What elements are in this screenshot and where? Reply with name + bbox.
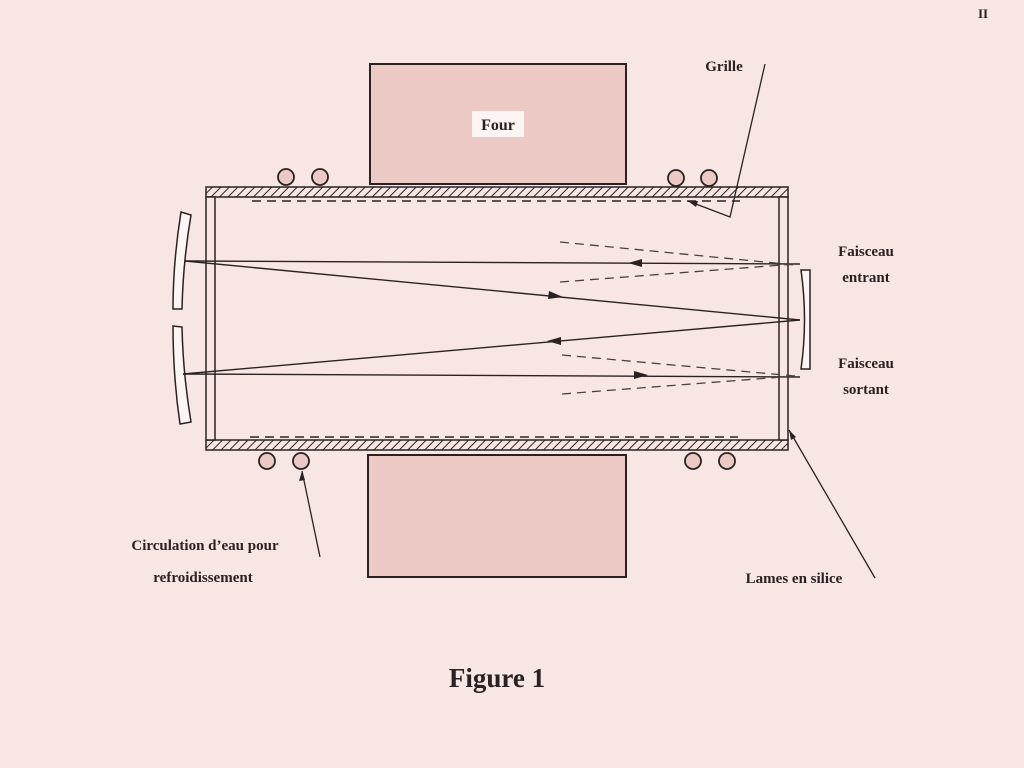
left-lower-mirror (172, 325, 192, 425)
cone-out-upper (561, 354, 796, 377)
leader-arrowheads (299, 201, 796, 481)
leader-lines (301, 63, 876, 579)
circulation-arrowhead (299, 471, 305, 481)
arrow-outgoing (634, 371, 648, 379)
circulation-label-line1: Circulation d’eau pour (131, 538, 279, 554)
arrow-cross-down (548, 291, 563, 299)
page-number: II (978, 6, 988, 21)
lames-label: Lames en silice (746, 571, 843, 587)
faisceau-sortant-label-line1: Faisceau (838, 356, 894, 372)
cone-in-upper (559, 241, 796, 266)
cooling-pipe (277, 168, 295, 186)
grille-arrowhead (688, 201, 698, 207)
faisceau-sortant-label-line2: sortant (843, 382, 889, 398)
lames-leader (788, 429, 876, 579)
beam-paths (182, 260, 801, 378)
arrow-incoming (628, 259, 642, 267)
cooling-pipe (311, 168, 329, 186)
cone-out-lower (561, 375, 796, 395)
faisceau-entrant-label-line1: Faisceau (838, 244, 894, 260)
left-upper-mirror (172, 211, 192, 310)
beam-cones (559, 241, 796, 395)
grille-label: Grille (705, 59, 743, 75)
cooling-pipes (258, 168, 736, 470)
circulation-label-line2: refroidissement (153, 570, 252, 586)
furnace-label: Four (481, 117, 515, 134)
cone-in-lower (559, 263, 796, 283)
beam-incoming-line (184, 260, 801, 265)
cooling-pipe (684, 452, 702, 470)
cooling-pipe (667, 169, 685, 187)
lames-arrowhead (789, 430, 796, 440)
beam-cross-up (182, 319, 801, 375)
grille-leader (687, 63, 766, 218)
figure-caption: Figure 1 (449, 663, 545, 693)
faisceau-entrant-label-line2: entrant (842, 270, 890, 286)
tube-bottom-wall (205, 439, 789, 451)
cooling-pipe (700, 169, 718, 187)
furnace: Four (367, 63, 627, 578)
furnace-bottom-block (367, 454, 627, 578)
beam-cross-down (184, 260, 801, 321)
silica-tube (205, 186, 789, 451)
cooling-pipe (258, 452, 276, 470)
arrow-cross-up (547, 337, 561, 345)
right-mirror (800, 269, 811, 370)
cooling-pipe (718, 452, 736, 470)
tube-left-window (205, 196, 216, 441)
furnace-label-box (472, 111, 524, 137)
beam-arrows (547, 259, 648, 379)
mirrors (172, 211, 811, 425)
tube-top-wall (205, 186, 789, 198)
beam-outgoing-line (182, 373, 801, 378)
cooling-pipe (292, 452, 310, 470)
circulation-leader (301, 470, 321, 558)
